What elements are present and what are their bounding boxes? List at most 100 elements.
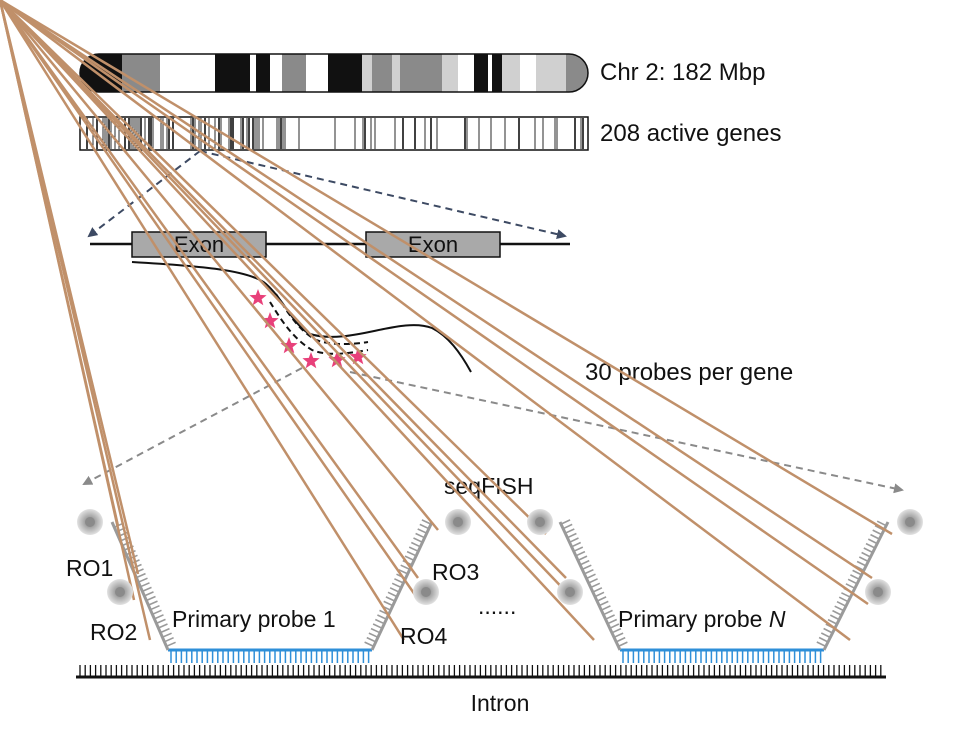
- fluorescent-star: [349, 348, 367, 365]
- readout-oligo: [0, 0, 851, 641]
- ladder-rung: [139, 582, 150, 588]
- seqfish-zoom-arrow-right: [349, 371, 904, 494]
- chromosome-label: Chr 2: 182 Mbp: [600, 59, 765, 86]
- readout-oligo: [0, 0, 575, 601]
- ladder-rung: [847, 578, 858, 585]
- ladder-rung: [571, 541, 582, 548]
- ladder-rung: [135, 572, 146, 579]
- ladder-rung: [398, 568, 409, 575]
- readout-oligo: [0, 0, 152, 641]
- chromosome-band: [160, 54, 215, 92]
- ladder-rung: [865, 542, 876, 549]
- ladder-rung: [581, 564, 592, 571]
- ladder-rung: [385, 596, 396, 602]
- ladder-rung: [154, 614, 164, 620]
- ladder-rung: [366, 636, 377, 643]
- chromosome-outline: [79, 53, 589, 93]
- ladder-rung: [834, 605, 845, 612]
- readout-oligo: [0, 0, 406, 641]
- fluorophore-core: [873, 587, 883, 597]
- ladder-rung: [370, 627, 381, 634]
- ladder-rung: [605, 614, 615, 620]
- intron-ticks: [79, 665, 882, 677]
- ladder-rung: [406, 550, 417, 557]
- ladder-rung: [577, 555, 588, 562]
- ladder-rung: [863, 547, 874, 554]
- chromosome-bands: [80, 54, 588, 92]
- intron-strand: [76, 665, 886, 679]
- fluorophore-core: [85, 517, 95, 527]
- ladder-rung: [404, 555, 415, 562]
- readout-oligo: [0, 0, 567, 579]
- ellipsis: ......: [478, 593, 516, 619]
- fluorophore-core: [453, 517, 463, 527]
- ladder-rung: [607, 618, 618, 625]
- ladder-rung: [374, 618, 385, 625]
- ladder-rung: [615, 636, 626, 643]
- chromosome-band: [458, 54, 474, 92]
- ladder-rung: [383, 600, 394, 607]
- ladder-rung: [160, 627, 170, 634]
- ladder-rung: [850, 574, 860, 581]
- ladder-rung: [588, 578, 598, 584]
- ladder-rung: [152, 609, 162, 616]
- ladder-rung: [852, 569, 862, 576]
- chromosome-band: [328, 54, 362, 92]
- readout-ladder: [560, 519, 628, 648]
- ladder-rung: [861, 551, 871, 558]
- readout-ladder: [816, 520, 887, 648]
- chromosome-band: [362, 54, 372, 92]
- gene-model: Exon Exon: [90, 231, 570, 258]
- ladder-rung: [146, 595, 156, 602]
- chromosome-band: [520, 54, 536, 92]
- ladder-rung: [876, 520, 887, 527]
- fluorescent-star: [261, 312, 279, 329]
- ladder-rung: [391, 582, 402, 589]
- ladder-rung: [410, 541, 421, 548]
- chromosome-band: [270, 54, 282, 92]
- ladder-rung: [832, 609, 842, 616]
- fluorescent-star: [249, 289, 267, 306]
- readout-oligo: [0, 0, 869, 606]
- fluorophore-core: [421, 587, 431, 597]
- ladder-rung: [567, 532, 577, 539]
- ladder-rung: [564, 528, 575, 534]
- zoom-arrow-right: [199, 150, 567, 240]
- ladder-rung: [611, 627, 622, 634]
- ladder-rung: [137, 577, 148, 583]
- readout-oligo: [0, 0, 439, 531]
- ladder-rung: [586, 573, 596, 580]
- ladder-rung: [400, 564, 411, 571]
- readout-oligo: [0, 0, 893, 536]
- ladder-rung: [148, 600, 158, 606]
- readout-oligo: [0, 0, 420, 579]
- chromosome-band: [215, 54, 250, 92]
- fluorophore-core: [565, 587, 575, 597]
- ladder-rung: [596, 596, 607, 602]
- ladder-rung: [125, 549, 136, 556]
- readout-ladder: [364, 519, 432, 648]
- chromosome-band: [250, 54, 256, 92]
- ladder-rung: [816, 641, 827, 648]
- fluorophore-core: [535, 517, 545, 527]
- ladder-rung: [590, 582, 601, 589]
- ladder-rung: [600, 605, 611, 611]
- chromosome-band: [256, 54, 270, 92]
- chromosome-band: [474, 54, 488, 92]
- ladder-rung: [594, 591, 605, 598]
- ladder-rung: [368, 632, 379, 639]
- ladder-rung: [413, 537, 423, 544]
- fluorescent-star: [280, 337, 298, 354]
- ladder-rung: [389, 587, 400, 593]
- chromosome-band: [536, 54, 566, 92]
- intron-label: Intron: [471, 690, 530, 716]
- readout-oligo: [0, 0, 595, 641]
- readout-label-ro4: RO4: [400, 623, 448, 649]
- chromosome-band: [502, 54, 520, 92]
- primary-probe-1-label: Primary probe 1: [172, 606, 336, 632]
- ladder-rung: [569, 537, 579, 544]
- exon-box-2: [365, 231, 501, 258]
- chromosome-band: [400, 54, 442, 92]
- ladder-rung: [872, 529, 883, 536]
